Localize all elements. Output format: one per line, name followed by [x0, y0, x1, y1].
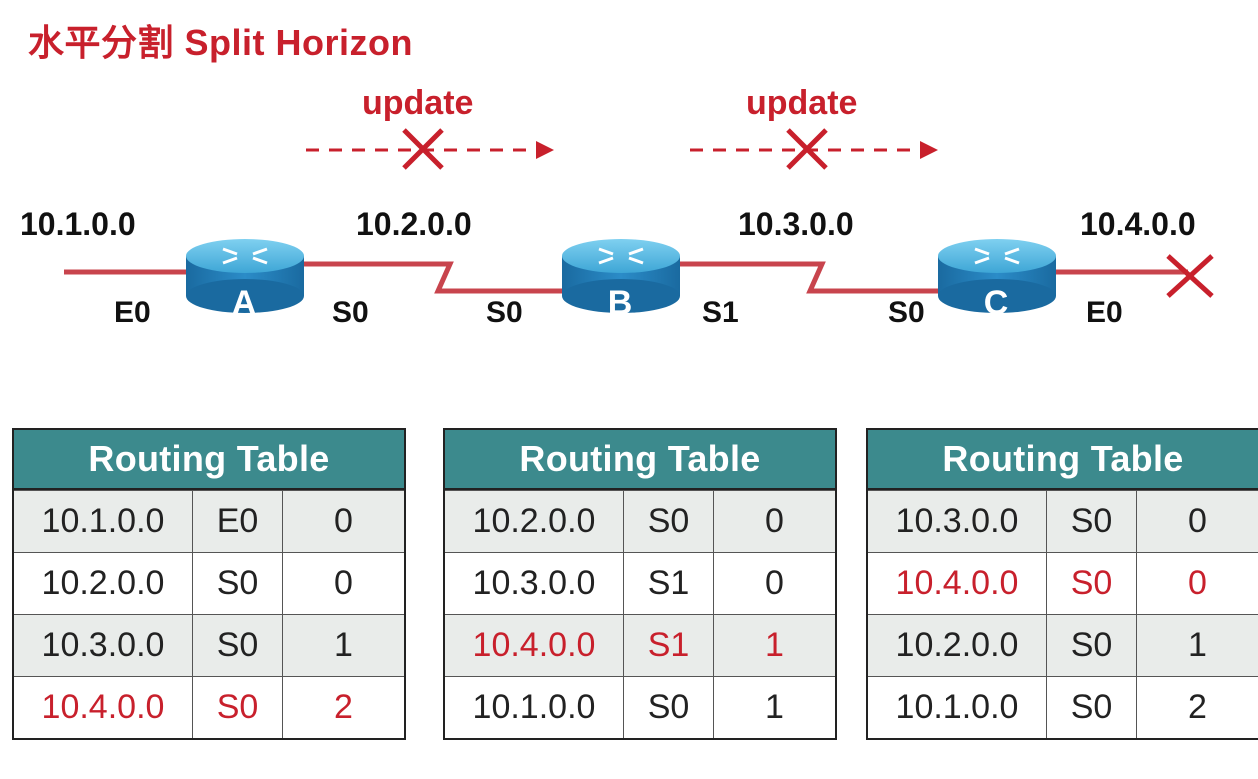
route-hops: 0: [1136, 491, 1258, 552]
route-interface: S1: [623, 615, 713, 676]
interface-label: S0: [888, 296, 925, 329]
serial-link-a-b: [298, 261, 566, 294]
routing-table-header: Routing Table: [868, 430, 1258, 490]
route-network: 10.1.0.0: [472, 688, 596, 726]
table-row: 10.3.0.0 S0 0: [868, 490, 1258, 552]
topology-svg: A B C: [64, 128, 1214, 322]
router-a-icon: [186, 239, 304, 313]
table-row: 10.4.0.0 S1 1: [445, 614, 835, 676]
router-c-label: C: [984, 284, 1009, 322]
router-b-icon: [562, 239, 680, 313]
route-interface: S0: [1046, 677, 1136, 738]
route-interface: E0: [192, 491, 282, 552]
interface-label: S1: [702, 296, 739, 329]
route-network: 10.2.0.0: [472, 502, 596, 540]
route-interface: S0: [1046, 615, 1136, 676]
network-label: 10.1.0.0: [20, 206, 136, 242]
route-network: 10.2.0.0: [41, 564, 165, 602]
network-label: 10.3.0.0: [738, 206, 854, 242]
table-row: 10.1.0.0 E0 0: [14, 490, 404, 552]
page-title: 水平分割 Split Horizon: [28, 22, 413, 63]
blocked-x-icon: [786, 128, 828, 170]
interface-label: E0: [1086, 296, 1123, 329]
route-interface: S0: [192, 553, 282, 614]
route-network: 10.1.0.0: [41, 502, 165, 540]
routing-table-header: Routing Table: [445, 430, 835, 490]
route-network: 10.3.0.0: [895, 502, 1019, 540]
route-network: 10.4.0.0: [472, 626, 596, 664]
blocked-x-icon: [402, 128, 444, 170]
route-interface: S0: [623, 677, 713, 738]
route-hops: 1: [713, 677, 835, 738]
route-hops: 0: [282, 553, 404, 614]
table-row: 10.2.0.0 S0 0: [445, 490, 835, 552]
router-b-label: B: [608, 284, 633, 322]
route-interface: S1: [623, 553, 713, 614]
routing-table-a: Routing Table 10.1.0.0 E0 0 10.2.0.0 S0 …: [12, 428, 406, 740]
table-row: 10.3.0.0 S0 1: [14, 614, 404, 676]
router-c-icon: [938, 239, 1056, 313]
routing-table-b: Routing Table 10.2.0.0 S0 0 10.3.0.0 S1 …: [443, 428, 837, 740]
route-network: 10.2.0.0: [895, 626, 1019, 664]
route-network: 10.4.0.0: [41, 688, 165, 726]
route-network: 10.3.0.0: [41, 626, 165, 664]
table-row: 10.1.0.0 S0 2: [868, 676, 1258, 738]
interface-label: S0: [486, 296, 523, 329]
route-hops: 0: [1136, 553, 1258, 614]
table-row: 10.2.0.0 S0 0: [14, 552, 404, 614]
route-network: 10.1.0.0: [895, 688, 1019, 726]
route-hops: 0: [282, 491, 404, 552]
route-hops: 2: [1136, 677, 1258, 738]
route-hops: 2: [282, 677, 404, 738]
router-a-label: A: [232, 284, 257, 322]
route-hops: 1: [713, 615, 835, 676]
interface-label: S0: [332, 296, 369, 329]
network-label: 10.2.0.0: [356, 206, 472, 242]
network-label: 10.4.0.0: [1080, 206, 1196, 242]
link-down-x-icon: [1166, 254, 1214, 298]
update-label-b-c: update: [746, 84, 858, 122]
table-row: 10.4.0.0 S0 0: [868, 552, 1258, 614]
interface-label: E0: [114, 296, 151, 329]
route-interface: S0: [1046, 553, 1136, 614]
route-hops: 0: [713, 553, 835, 614]
table-row: 10.1.0.0 S0 1: [445, 676, 835, 738]
route-interface: S0: [192, 677, 282, 738]
table-row: 10.3.0.0 S1 0: [445, 552, 835, 614]
route-hops: 1: [282, 615, 404, 676]
route-hops: 0: [713, 491, 835, 552]
table-row: 10.2.0.0 S0 1: [868, 614, 1258, 676]
route-hops: 1: [1136, 615, 1258, 676]
routing-table-c: Routing Table 10.3.0.0 S0 0 10.4.0.0 S0 …: [866, 428, 1258, 740]
route-interface: S0: [623, 491, 713, 552]
route-interface: S0: [192, 615, 282, 676]
route-network: 10.3.0.0: [472, 564, 596, 602]
update-label-a-b: update: [362, 84, 474, 122]
table-row: 10.4.0.0 S0 2: [14, 676, 404, 738]
route-interface: S0: [1046, 491, 1136, 552]
serial-link-b-c: [676, 261, 940, 294]
routing-table-header: Routing Table: [14, 430, 404, 490]
route-network: 10.4.0.0: [895, 564, 1019, 602]
